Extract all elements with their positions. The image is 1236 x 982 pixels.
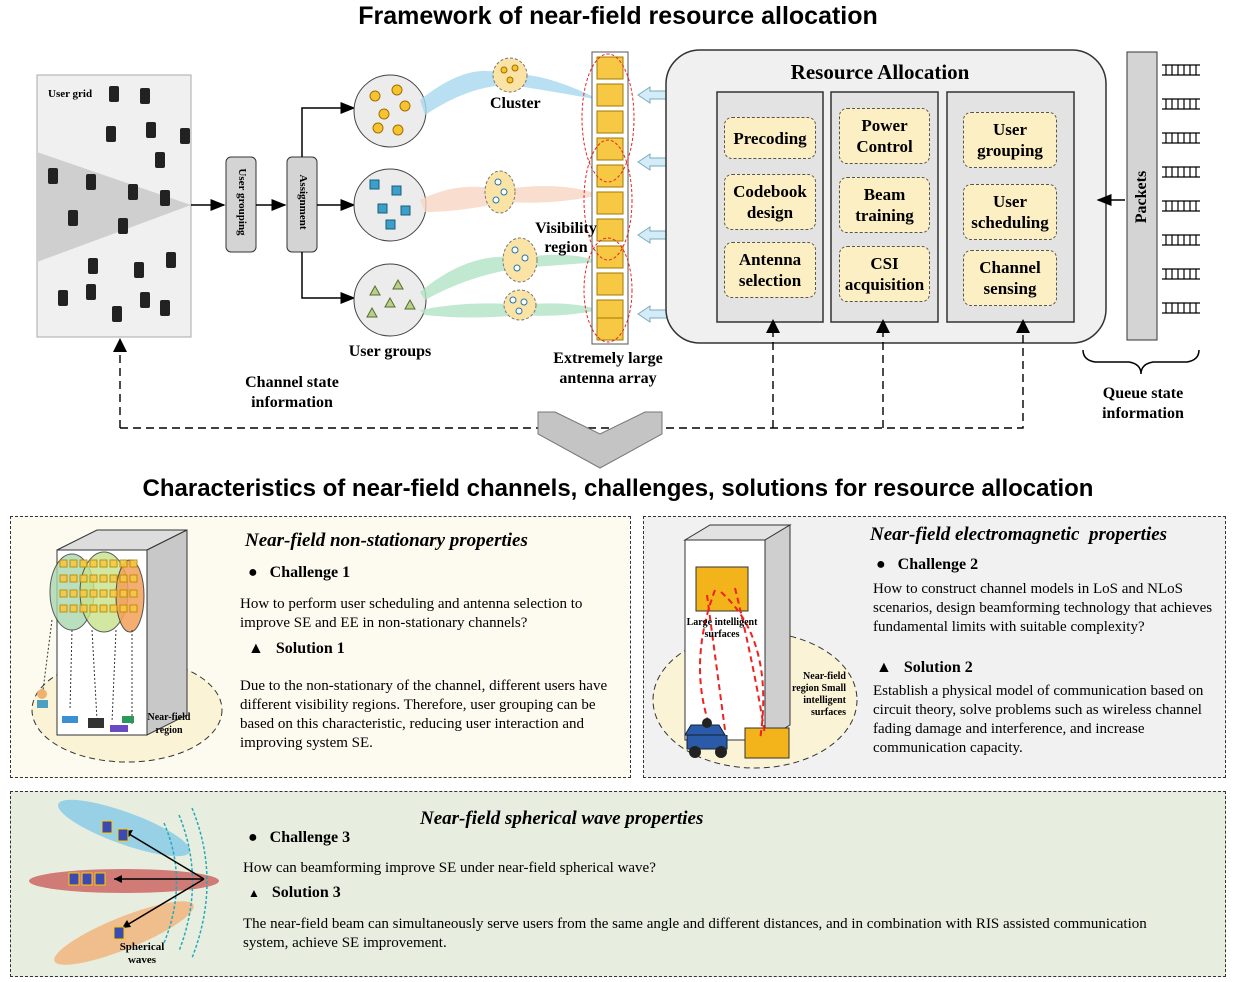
p2-challenge-label: Challenge 2 bbox=[897, 556, 979, 573]
p2-challenge-text: How to construct channel models in LoS a… bbox=[873, 581, 1213, 635]
user-grid-label: User grid bbox=[48, 88, 93, 100]
group-circle-1 bbox=[353, 74, 427, 148]
queue-icons bbox=[1162, 64, 1200, 314]
group-circle-2 bbox=[353, 168, 427, 242]
user-grid-beam bbox=[37, 152, 191, 262]
p1-solution-label: Solution 1 bbox=[275, 640, 345, 657]
p2-solution-text: Establish a physical model of communicat… bbox=[873, 683, 1204, 756]
p3-solution: ▲ Solution 3 bbox=[248, 884, 341, 902]
cluster-3 bbox=[502, 237, 538, 283]
non-stationary-illustration bbox=[31, 529, 223, 763]
p3-solution-label: Solution 3 bbox=[271, 884, 341, 901]
precoding-box: Precoding bbox=[724, 117, 816, 159]
user-groups-label: User groups bbox=[348, 343, 432, 360]
cluster-label: Cluster bbox=[490, 95, 541, 112]
channel-sensing-box: Channel sensing bbox=[963, 250, 1057, 306]
p2-challenge: ● Challenge 2 bbox=[876, 556, 978, 574]
resource-allocation-title: Resource Allocation bbox=[790, 60, 970, 84]
spherical-waves-label: Spherical waves bbox=[119, 941, 165, 966]
near-field-region-label-1: Near-field region bbox=[147, 712, 191, 736]
characteristics-title: Characteristics of near-field channels, … bbox=[142, 475, 1094, 502]
codebook-box: Codebook design bbox=[724, 174, 816, 230]
visibility-region-label: Visibility region bbox=[535, 220, 597, 256]
p3-solution-text: The near-field beam can simultaneously s… bbox=[243, 916, 1147, 951]
p3-challenge: ● Challenge 3 bbox=[248, 829, 350, 847]
p1-solution: ▲ Solution 1 bbox=[248, 640, 345, 658]
p2-solution: ▲ Solution 2 bbox=[876, 659, 973, 677]
large-surface-label: Large intelligent surfaces bbox=[686, 617, 758, 640]
p1-challenge-label: Challenge 1 bbox=[269, 564, 351, 581]
p3-heading: Near-field spherical wave properties bbox=[420, 808, 704, 829]
bullet-triangle-icon: ▲ bbox=[876, 659, 904, 676]
bullet-dot-icon: ● bbox=[248, 564, 270, 581]
p1-heading: Near-field non-stationary properties bbox=[245, 530, 528, 551]
spherical-wave-illustration bbox=[29, 799, 219, 965]
p2-heading: Near-field electromagnetic properties bbox=[870, 524, 1168, 545]
packets-label: Packets bbox=[1133, 170, 1150, 224]
small-surface-label: Near-field region Small intelligent surf… bbox=[792, 671, 846, 718]
p1-challenge-text: How to perform user scheduling and anten… bbox=[240, 596, 583, 631]
queue-state-label: Queue state information bbox=[1102, 385, 1184, 422]
assignment-label: Assignment bbox=[297, 174, 309, 230]
user-grouping-box-ra: User grouping bbox=[963, 112, 1057, 168]
antenna-selection-box: Antenna selection bbox=[724, 242, 816, 298]
cluster-2 bbox=[484, 170, 516, 214]
bullet-triangle-icon: ▲ bbox=[248, 886, 272, 900]
p1-solution-text: Due to the non-stationary of the channel… bbox=[240, 678, 608, 751]
power-control-box: Power Control bbox=[839, 108, 930, 164]
p2-solution-label: Solution 2 bbox=[903, 659, 973, 676]
bullet-dot-icon: ● bbox=[876, 556, 898, 573]
packets-box bbox=[1126, 51, 1158, 341]
chevron-down-icon bbox=[537, 411, 663, 469]
p1-challenge: ● Challenge 1 bbox=[248, 564, 350, 582]
antenna-array-label: Extremely large antenna array bbox=[553, 350, 663, 387]
csi-acquisition-box: CSI acquisition bbox=[839, 246, 930, 302]
csi-label: Channel state information bbox=[245, 374, 339, 411]
beam-training-box: Beam training bbox=[839, 177, 930, 233]
p3-challenge-text: How can beamforming improve SE under nea… bbox=[243, 860, 656, 876]
cluster-4 bbox=[503, 289, 537, 321]
framework-title: Framework of near-field resource allocat… bbox=[358, 2, 878, 30]
electromagnetic-illustration bbox=[652, 524, 858, 769]
user-scheduling-box: User scheduling bbox=[963, 184, 1057, 240]
bullet-dot-icon: ● bbox=[248, 829, 270, 846]
bullet-triangle-icon: ▲ bbox=[248, 640, 276, 657]
phone-icons bbox=[48, 86, 190, 322]
user-grouping-label: User grouping bbox=[236, 168, 248, 236]
cluster-1 bbox=[492, 57, 528, 93]
p3-challenge-label: Challenge 3 bbox=[269, 829, 351, 846]
